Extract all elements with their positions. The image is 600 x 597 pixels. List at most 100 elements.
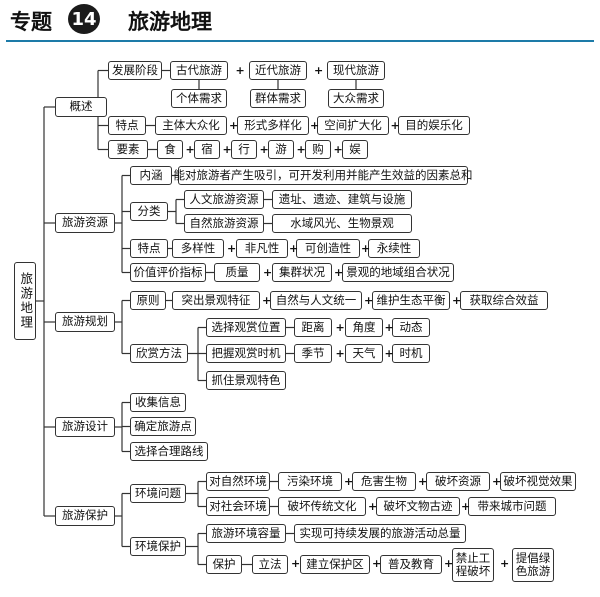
resource-detail: 水域风光、生物景观 <box>272 214 412 233</box>
header-prefix: 专题 <box>10 10 52 34</box>
resource-type: 人文旅游资源 <box>184 190 264 209</box>
plus-sign: + <box>444 557 454 570</box>
element-item: 宿 <box>194 140 220 159</box>
environment-problem: 破坏传统文化 <box>278 497 366 516</box>
protection-label: 保护 <box>206 555 242 574</box>
section-planning: 旅游规划 <box>55 312 115 332</box>
plus-sign: + <box>368 499 378 513</box>
plus-sign: + <box>492 474 502 488</box>
root-node: 旅游地理 <box>14 262 36 340</box>
plus-sign: + <box>291 557 301 570</box>
plus-sign: + <box>384 346 394 360</box>
plus-sign: + <box>222 142 232 156</box>
plus-sign: + <box>452 293 462 307</box>
appreciation-method: 抓住景观特色 <box>206 371 286 390</box>
plus-sign: + <box>296 142 306 156</box>
impact-target: 对自然环境 <box>206 472 270 491</box>
planning-principles: 原则 <box>130 291 166 310</box>
plus-sign: + <box>390 118 400 132</box>
appreciation-factor: 天气 <box>345 344 383 363</box>
appreciation-method: 把握观赏时机 <box>206 344 286 363</box>
plus-sign: + <box>384 320 394 334</box>
section-overview: 概述 <box>55 97 107 117</box>
feature-item: 目的娱乐化 <box>398 116 470 135</box>
appreciation-factor: 动态 <box>392 318 430 337</box>
overview-features: 特点 <box>108 116 146 135</box>
protection-measures: 环境保护 <box>130 537 186 556</box>
evaluation-item: 景观的地域组合状况 <box>342 263 454 282</box>
plus-sign: + <box>418 474 428 488</box>
resources-evaluation: 价值评价指标 <box>130 263 206 282</box>
plus-sign: + <box>185 142 195 156</box>
resources-definition: 内涵 <box>130 166 172 185</box>
appreciation-method: 选择观赏位置 <box>206 318 286 337</box>
appreciation-factor: 时机 <box>392 344 430 363</box>
plus-sign: + <box>372 557 382 570</box>
protection-item: 建立保护区 <box>300 555 370 574</box>
plus-sign: + <box>289 241 299 255</box>
feature-item: 形式多样化 <box>237 116 309 135</box>
element-item: 游 <box>268 140 294 159</box>
protection-item: 禁止工程破坏 <box>452 548 494 582</box>
design-step: 选择合理路线 <box>130 442 208 461</box>
plus-sign: + <box>314 63 324 77</box>
evaluation-item: 集群状况 <box>272 263 332 282</box>
plus-sign: + <box>263 265 273 279</box>
plus-sign: + <box>335 320 345 334</box>
protection-item: 普及教育 <box>380 555 442 574</box>
plus-sign: + <box>335 346 345 360</box>
plus-sign: + <box>229 118 239 132</box>
plus-sign: + <box>500 557 510 570</box>
stage-item: 古代旅游 <box>170 61 228 80</box>
overview-stages: 发展阶段 <box>108 61 162 80</box>
resources-classification: 分类 <box>130 202 168 221</box>
environment-problem: 带来城市问题 <box>468 497 556 516</box>
section-protection: 旅游保护 <box>55 506 115 526</box>
element-item: 行 <box>231 140 257 159</box>
header-divider <box>6 40 594 42</box>
resources-features: 特点 <box>130 239 168 258</box>
principle-item: 获取综合效益 <box>460 291 548 310</box>
appreciation-factor: 季节 <box>294 344 332 363</box>
plus-sign: + <box>310 118 320 132</box>
resource-feature: 非凡性 <box>236 239 288 258</box>
stage-item: 现代旅游 <box>327 61 385 80</box>
resource-feature: 永续性 <box>368 239 420 258</box>
plus-sign: + <box>461 499 471 513</box>
resource-feature: 可创造性 <box>296 239 360 258</box>
environment-problem: 污染环境 <box>278 472 342 491</box>
planning-appreciation: 欣赏方法 <box>130 344 188 363</box>
environment-problem: 破坏资源 <box>426 472 490 491</box>
design-step: 确定旅游点 <box>130 417 196 436</box>
stage-item: 近代旅游 <box>249 61 307 80</box>
plus-sign: + <box>262 293 272 307</box>
environment-problem: 破坏视觉效果 <box>500 472 576 491</box>
appreciation-factor: 距离 <box>294 318 332 337</box>
section-resources: 旅游资源 <box>55 213 115 233</box>
impact-target: 对社会环境 <box>206 497 270 516</box>
resource-feature: 多样性 <box>172 239 224 258</box>
element-item: 食 <box>157 140 183 159</box>
environment-problem: 破坏文物古迹 <box>376 497 460 516</box>
resource-type: 自然旅游资源 <box>184 214 264 233</box>
evaluation-item: 质量 <box>214 263 260 282</box>
capacity-text: 实现可持续发展的旅游活动总量 <box>294 524 466 543</box>
section-design: 旅游设计 <box>55 417 115 437</box>
stage-need: 群体需求 <box>250 89 306 108</box>
environment-problem: 危害生物 <box>352 472 416 491</box>
feature-item: 主体大众化 <box>155 116 227 135</box>
feature-item: 空间扩大化 <box>317 116 389 135</box>
principle-item: 维护生态平衡 <box>372 291 450 310</box>
definition-text: 能对旅游者产生吸引，可开发利用并能产生效益的因素总和 <box>174 166 473 185</box>
overview-elements: 要素 <box>108 140 148 159</box>
protection-problems: 环境问题 <box>130 484 186 503</box>
stage-need: 大众需求 <box>328 89 384 108</box>
protection-item: 立法 <box>252 555 288 574</box>
plus-sign: + <box>334 265 344 279</box>
topic-number-badge: 14 <box>68 4 100 34</box>
page-title: 旅游地理 <box>128 10 212 34</box>
plus-sign: + <box>364 293 374 307</box>
principle-item: 自然与人文统一 <box>270 291 362 310</box>
